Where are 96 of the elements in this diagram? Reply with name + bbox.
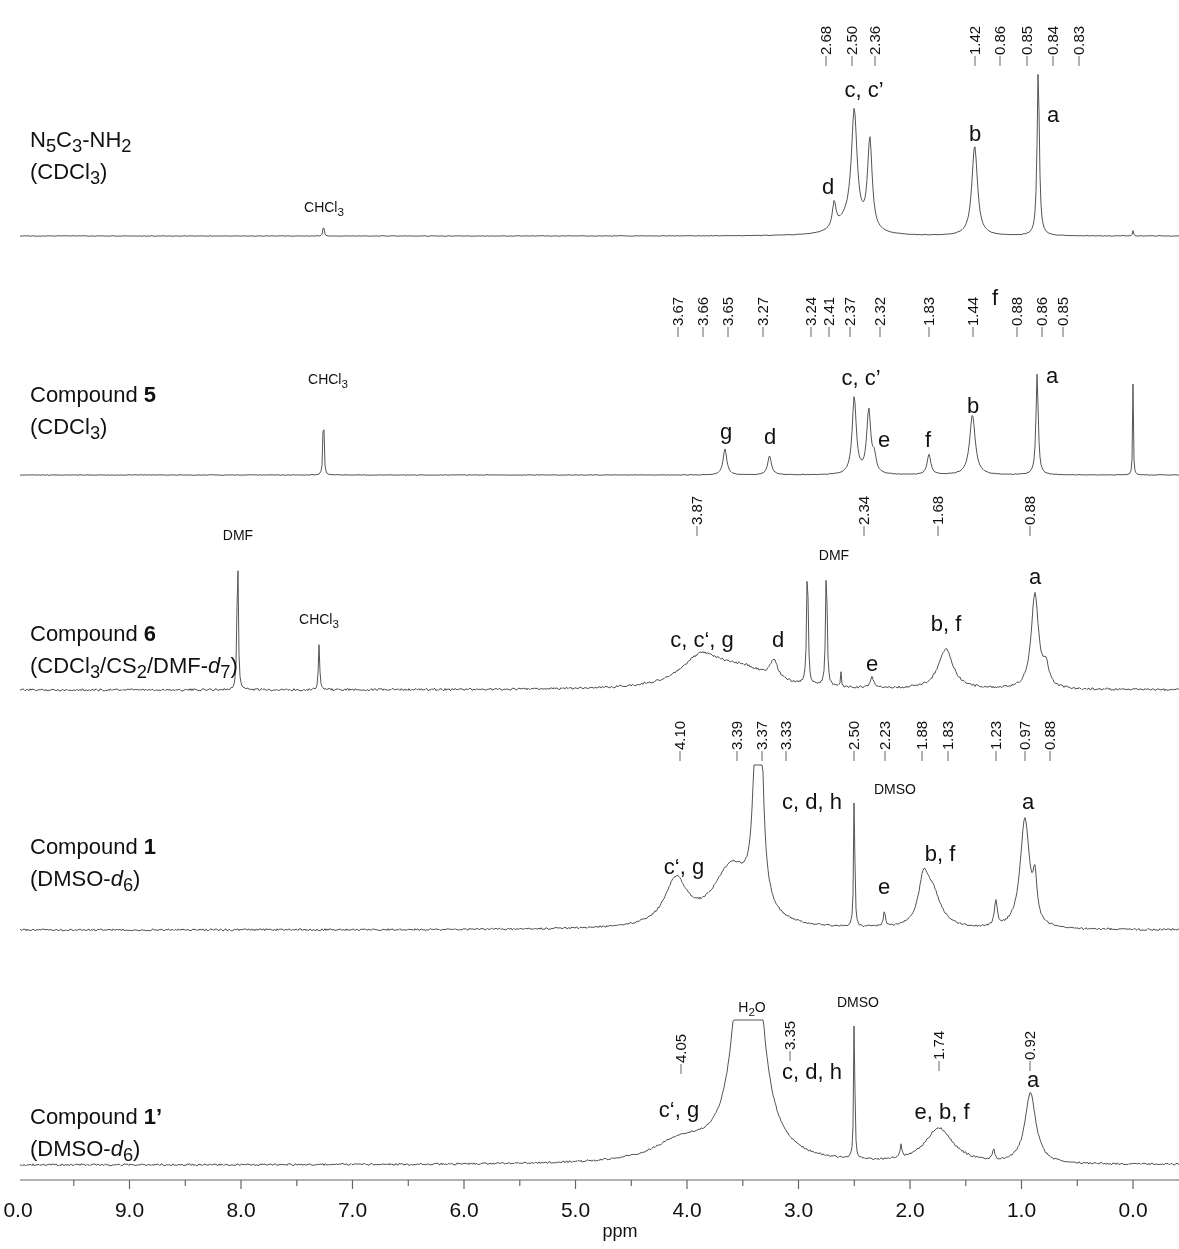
peak-shift-value: 1.83 [921, 296, 937, 326]
peak-assignment: d [763, 425, 777, 450]
peak-assignment: c‘, g [663, 855, 705, 880]
solvent-peak-label: CHCl$_{3}$ [299, 612, 339, 631]
peak-assignment: g [719, 420, 733, 445]
peak-shift-value: 1.83 [940, 720, 956, 750]
sample-label: (CDCl$_{3}$/CS$_{2}$/DMF-d$_{7}$) [30, 654, 238, 683]
peak-shift-value: 1.42 [967, 25, 983, 55]
peak-shift-value: 3.35 [782, 1020, 798, 1050]
axis-title: ppm [602, 1222, 638, 1242]
solvent-peak-label: DMF [222, 528, 254, 544]
axis-tick-label: 0.0 [1118, 1198, 1148, 1222]
peak-assignment: f [924, 428, 932, 453]
axis-tick-label: 4.0 [672, 1198, 702, 1222]
axis-tick-label: 2.0 [895, 1198, 925, 1222]
axis-tick-label: 6.0 [449, 1198, 479, 1222]
peak-shift-value: 1.68 [930, 495, 946, 525]
peak-shift-value: 0.85 [1055, 296, 1071, 326]
sample-label: Compound 5 [30, 383, 156, 408]
peak-shift-value: 0.84 [1045, 25, 1061, 55]
peak-shift-value: 2.36 [867, 25, 883, 55]
peak-assignment: b, f [924, 842, 956, 867]
peak-assignment: a [1021, 790, 1035, 815]
peak-assignment: a [1045, 364, 1059, 389]
peak-shift-value: 1.44 [965, 296, 981, 326]
peak-shift-value: 1.74 [931, 1030, 947, 1060]
peak-assignment: e [865, 652, 879, 677]
sample-label: Compound 1’ [30, 1105, 163, 1130]
peak-shift-value: 3.24 [803, 296, 819, 326]
peak-shift-value: 2.68 [818, 25, 834, 55]
peak-assignment: c, d, h [782, 790, 842, 815]
peak-shift-value: 2.50 [844, 25, 860, 55]
peak-assignment: a [1026, 1068, 1040, 1093]
peak-shift-value: 3.87 [689, 495, 705, 525]
peak-shift-value: 2.50 [846, 720, 862, 750]
solvent-peak-label: CHCl$_{3}$ [304, 200, 344, 219]
peak-assignment: f [991, 286, 999, 311]
peak-shift-value: 3.33 [778, 720, 794, 750]
peak-shift-value: 2.41 [821, 296, 837, 326]
peak-shift-value: 0.86 [992, 25, 1008, 55]
peak-assignment: c‘, g [658, 1098, 700, 1123]
axis-tick-label: 0.0 [3, 1198, 33, 1222]
axis-tick-label: 3.0 [783, 1198, 814, 1222]
peak-shift-value: 0.88 [1042, 720, 1058, 750]
sample-label: (DMSO-d$_{6}$) [30, 1137, 141, 1166]
peak-assignment: b [966, 394, 980, 419]
axis-tick-label: 9.0 [114, 1198, 145, 1222]
peak-assignment: c, d, h [782, 1060, 842, 1085]
axis-tick-label: 5.0 [560, 1198, 591, 1222]
peak-shift-value: 3.66 [695, 296, 711, 326]
peak-assignment: e, b, f [914, 1100, 970, 1125]
peak-shift-value: 0.88 [1022, 495, 1038, 525]
peak-assignment: d [821, 175, 835, 200]
peak-shift-value: 4.05 [673, 1033, 689, 1063]
axis-tick-label: 8.0 [226, 1198, 256, 1222]
sample-label: N$_{5}$C$_{3}$-NH$_{2}$ [30, 128, 132, 157]
peak-assignment: b [968, 122, 982, 147]
peak-assignment: a [1028, 565, 1042, 590]
sample-label: Compound 6 [30, 622, 156, 647]
sample-label: (CDCl$_{3}$) [30, 160, 108, 189]
peak-assignment: b, f [930, 612, 962, 637]
peak-shift-value: 2.37 [842, 296, 858, 326]
axis-tick-label: 1.0 [1006, 1198, 1037, 1222]
peak-shift-value: 1.23 [988, 720, 1004, 750]
peak-shift-value: 3.27 [755, 296, 771, 326]
peak-shift-value: 2.34 [856, 495, 872, 525]
peak-assignment: e [877, 428, 891, 453]
peak-shift-value: 0.83 [1071, 25, 1087, 55]
peak-shift-value: 0.92 [1022, 1030, 1038, 1060]
peak-shift-value: 1.88 [914, 720, 930, 750]
peak-shift-value: 0.88 [1009, 296, 1025, 326]
solvent-peak-label: DMSO [874, 782, 916, 798]
solvent-peak-label: CHCl$_{3}$ [308, 372, 348, 391]
peak-shift-value: 4.10 [672, 720, 688, 750]
peak-shift-value: 2.23 [877, 720, 893, 750]
peak-assignment: c, c’ [841, 366, 881, 391]
peak-shift-value: 3.67 [670, 296, 686, 326]
solvent-peak-label: DMSO [837, 995, 879, 1011]
peak-assignment: d [771, 628, 785, 653]
sample-label: (DMSO-d$_{6}$) [30, 867, 141, 896]
peak-shift-value: 3.39 [729, 720, 745, 750]
peak-shift-value: 0.86 [1034, 296, 1050, 326]
solvent-peak-label: H$_{2}$O [738, 1000, 766, 1019]
peak-shift-value: 3.65 [720, 296, 736, 326]
peak-assignment: c, c‘, g [670, 628, 734, 653]
peak-shift-value: 3.37 [754, 720, 770, 750]
sample-label: (CDCl$_{3}$) [30, 415, 108, 444]
peak-shift-value: 0.97 [1017, 720, 1033, 750]
axis-tick-label: 7.0 [337, 1198, 368, 1222]
peak-assignment: a [1046, 103, 1060, 128]
peak-assignment: e [877, 875, 891, 900]
peak-shift-value: 2.32 [872, 296, 888, 326]
sample-label: Compound 1 [30, 835, 156, 860]
solvent-peak-label: DMF [818, 548, 850, 564]
peak-shift-value: 0.85 [1019, 25, 1035, 55]
peak-assignment: c, c’ [844, 78, 884, 103]
